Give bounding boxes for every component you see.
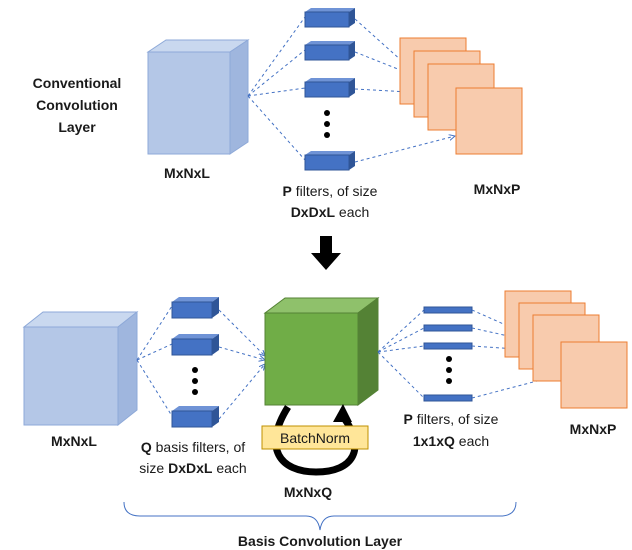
cube-to-filter-lines (247, 16, 306, 161)
conventional-input-label: MxNxL (164, 165, 210, 181)
conventional-filters-line-1: P filters, of size (283, 183, 378, 199)
filter-block (304, 78, 355, 98)
input-cube (146, 39, 250, 155)
basis-layer-label: Basis Convolution Layer (238, 533, 403, 549)
middle-to-1x1-filter-lines (377, 309, 425, 399)
filter-to-output-arrows (354, 18, 455, 163)
ellipsis-dots (192, 367, 198, 395)
conventional-section: Conventional Convolution Layer MxNxL (33, 8, 523, 220)
basis-section: MxNxL Q basis filters, of size DxDxL eac… (22, 290, 628, 549)
layer-brace (123, 501, 517, 531)
conventional-output-label: MxNxP (474, 181, 521, 197)
1x1-filter (423, 342, 473, 350)
basis-1x1-filters-line-1: P filters, of size (404, 411, 499, 427)
basis-output-label: MxNxP (570, 421, 617, 437)
basis-output-feature-maps (504, 290, 628, 409)
1x1-filter (423, 306, 473, 314)
basis-filters-line-1: Q basis filters, of (141, 439, 245, 455)
basis-filter-block (171, 406, 219, 428)
middle-feature-cube (263, 297, 380, 406)
basis-input-label: MxNxL (51, 433, 97, 449)
filter-block (304, 8, 355, 28)
1x1-filter (423, 394, 473, 402)
conventional-title-line-2: Convolution (36, 97, 118, 113)
basis-filter-to-middle-arrows (218, 309, 265, 420)
basis-input-cube (22, 310, 139, 427)
middle-output-label: MxNxQ (284, 484, 332, 500)
ellipsis-dots (324, 110, 330, 138)
basis-cube-to-filter-lines (136, 305, 173, 417)
transform-arrow (311, 236, 341, 270)
batchnorm-box (261, 425, 369, 450)
basis-filters-line-2: size DxDxL each (139, 460, 246, 476)
conventional-title-line-3: Layer (58, 119, 96, 135)
filter-block (304, 151, 355, 171)
conventional-filters-line-2: DxDxL each (291, 204, 370, 220)
ellipsis-dots (446, 356, 452, 384)
filter-block (304, 41, 355, 61)
output-feature-maps (399, 37, 523, 155)
conventional-title-line-1: Conventional (33, 75, 122, 91)
basis-1x1-filters-line-2: 1x1xQ each (413, 433, 489, 449)
1x1-filter (423, 324, 473, 332)
basis-filter-block (171, 334, 219, 356)
batchnorm-label: BatchNorm (280, 430, 350, 446)
basis-filter-block (171, 297, 219, 319)
